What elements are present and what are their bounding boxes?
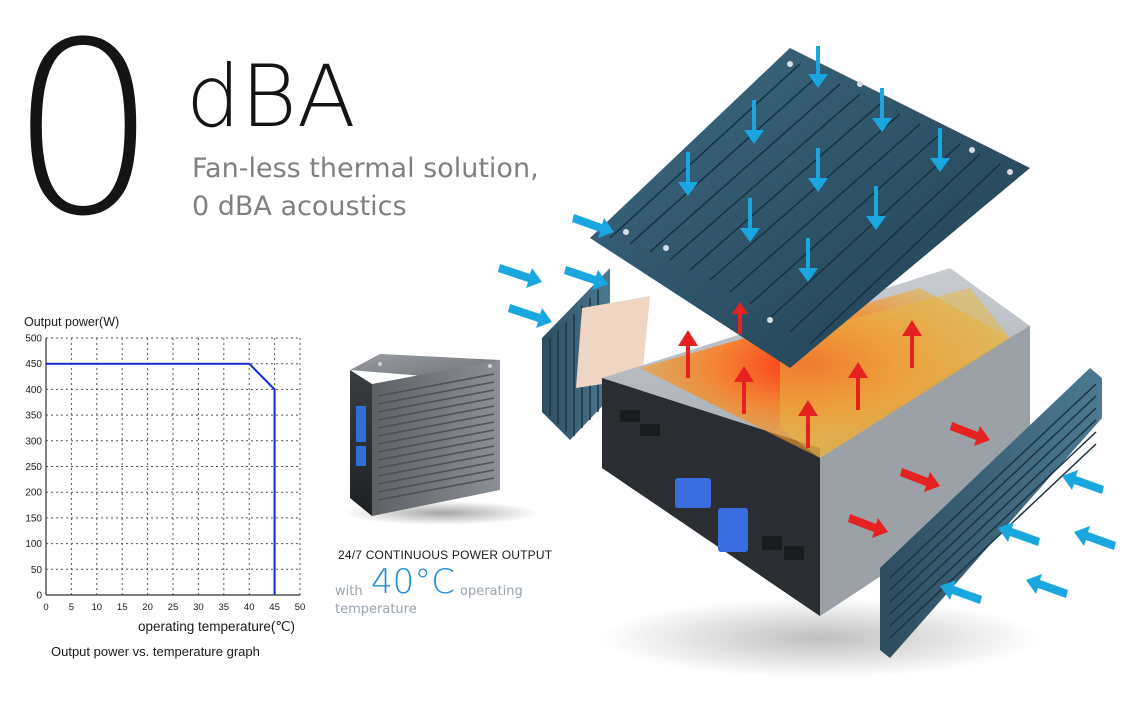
hot-airflow-arrows-icon: [678, 302, 990, 538]
connector-blue-icon-4: [718, 508, 748, 552]
y-tick-label: 100: [25, 539, 42, 550]
temp-suffix: operating: [460, 584, 523, 599]
left-heatsink-panel: [542, 268, 650, 440]
cool-airflow-arrows-icon: [498, 46, 1116, 604]
power-curve-line: [46, 362, 276, 595]
psu-small-render: [344, 354, 537, 525]
temp-suffix-2: temperature: [335, 602, 417, 617]
connector-blue-icon: [356, 406, 366, 442]
x-tick-label: 40: [244, 602, 255, 613]
chart-y-axis-label: Output power(W): [24, 315, 119, 329]
y-tick-label: 0: [36, 591, 42, 602]
hero-subtitle: Fan-less thermal solution, 0 dBA acousti…: [192, 150, 539, 226]
y-tick-label: 150: [25, 513, 42, 524]
x-tick-label: 45: [269, 602, 280, 613]
heatsink-fins-icon: [377, 373, 495, 501]
connector-blue-icon-3: [675, 478, 711, 508]
temp-prefix: with: [335, 584, 363, 599]
x-tick-label: 5: [69, 602, 74, 613]
chart-series: [46, 362, 276, 595]
hero-subtitle-line-2: 0 dBA acoustics: [192, 191, 407, 222]
temp-value: 40°C: [371, 562, 456, 602]
y-tick-label: 400: [25, 385, 42, 396]
right-heatsink-panel: [880, 368, 1102, 658]
continuous-power-title: 24/7 CONTINUOUS POWER OUTPUT: [338, 548, 553, 562]
x-tick-label: 20: [142, 602, 153, 613]
y-tick-label: 300: [25, 436, 42, 447]
y-tick-label: 350: [25, 411, 42, 422]
chart-x-axis-label: operating temperature(℃): [138, 619, 295, 634]
psu-exploded-render: [498, 46, 1116, 678]
x-tick-label: 30: [193, 602, 204, 613]
connector-blue-icon-2: [356, 446, 366, 466]
x-tick-label: 50: [295, 602, 306, 613]
y-tick-label: 500: [25, 334, 42, 345]
y-tick-label: 50: [31, 565, 43, 576]
hero-subtitle-line-1: Fan-less thermal solution,: [192, 153, 539, 184]
hero-unit-dba: dBA: [186, 47, 356, 147]
y-tick-label: 450: [25, 359, 42, 370]
x-tick-label: 25: [168, 602, 179, 613]
x-tick-label: 35: [219, 602, 230, 613]
hero-zero-digit: 0: [9, 0, 157, 269]
chart-caption: Output power vs. temperature graph: [51, 644, 260, 659]
top-heatsink-panel: [590, 48, 1030, 368]
psu-chassis: [602, 268, 1030, 616]
x-tick-label: 0: [43, 602, 48, 613]
y-tick-label: 200: [25, 488, 42, 499]
chart-axes: [45, 338, 300, 596]
x-tick-label: 10: [92, 602, 103, 613]
x-tick-label: 15: [117, 602, 128, 613]
y-tick-label: 250: [25, 462, 42, 473]
